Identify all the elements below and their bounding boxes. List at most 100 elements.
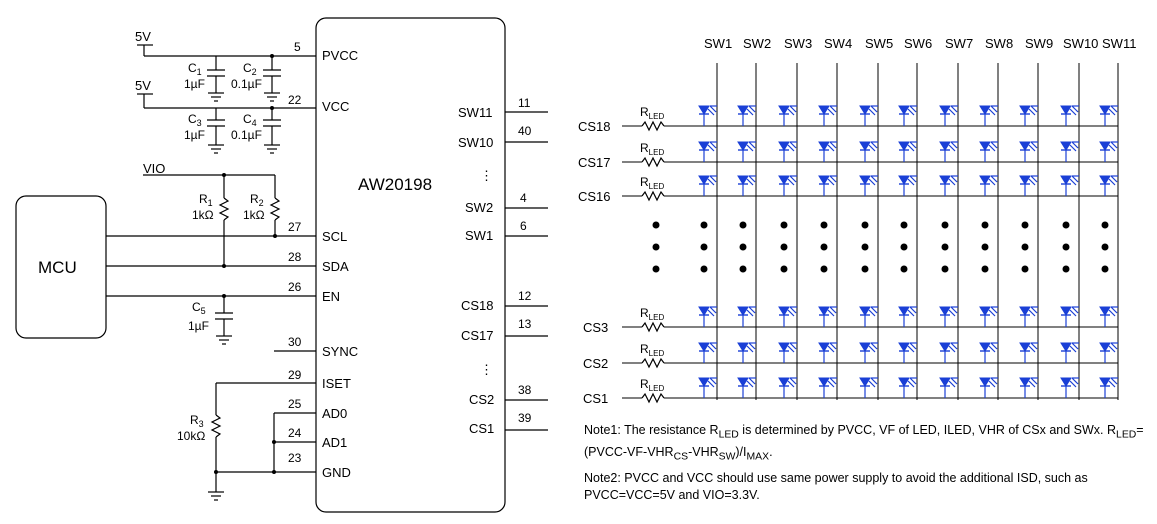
supply-5v-second: 5V	[135, 78, 151, 93]
led-emit-arrow	[827, 178, 835, 186]
led-emit-arrow	[907, 345, 915, 353]
led-emit-arrow	[868, 108, 876, 116]
led-emit-arrow	[950, 377, 958, 385]
continuation-dot	[652, 243, 660, 251]
led-emit-arrow	[907, 380, 915, 388]
led-emit-arrow	[709, 175, 717, 183]
led-diode	[1060, 105, 1072, 115]
led-emit-arrow	[1108, 380, 1116, 388]
c2-value: 0.1µF	[231, 77, 262, 91]
led-emit-arrow	[709, 342, 717, 350]
led-emit-arrow	[748, 342, 756, 350]
led-emit-arrow	[1071, 342, 1079, 350]
r3-label: R3	[190, 413, 204, 429]
led-emit-arrow	[1069, 108, 1077, 116]
rled-label: RLED	[640, 306, 664, 322]
led-diode	[737, 342, 749, 352]
cs-ellipsis: ⋮	[480, 362, 493, 377]
note2: Note2: PVCC and VCC should use same powe…	[584, 471, 1088, 502]
pin-num-pvcc: 5	[294, 40, 301, 54]
led-emit-arrow	[909, 342, 917, 350]
continuation-dot	[1062, 265, 1070, 273]
c3-label: C3	[188, 112, 202, 128]
led-emit-arrow	[787, 380, 795, 388]
led-emit-arrow	[1069, 345, 1077, 353]
pin-name-cs1: CS1	[469, 421, 494, 436]
led-diode	[1099, 306, 1111, 316]
led-emit-arrow	[787, 309, 795, 317]
led-emit-arrow	[950, 141, 958, 149]
led-emit-arrow	[787, 144, 795, 152]
led-emit-arrow	[829, 141, 837, 149]
led-emit-arrow	[1110, 175, 1118, 183]
led-diode	[1060, 306, 1072, 316]
led-emit-arrow	[1108, 309, 1116, 317]
led-diode	[898, 342, 910, 352]
led-emit-arrow	[1028, 309, 1036, 317]
led-emit-arrow	[907, 178, 915, 186]
power-section: 5V C1 1µF C2 0.1µF 5V C3 1µF	[15, 29, 316, 501]
led-emit-arrow	[1028, 108, 1036, 116]
led-emit-arrow	[829, 175, 837, 183]
led-diode	[1019, 377, 1031, 387]
led-diode	[698, 377, 710, 387]
continuation-dot	[1101, 243, 1109, 251]
led-emit-arrow	[1028, 178, 1036, 186]
rled-label: RLED	[640, 175, 664, 191]
led-diode	[939, 377, 951, 387]
led-diode	[979, 105, 991, 115]
rled-resistor	[641, 156, 665, 168]
rled-resistor	[641, 120, 665, 132]
led-emit-arrow	[948, 178, 956, 186]
pin-num-sda: 28	[288, 250, 302, 264]
led-emit-arrow	[829, 377, 837, 385]
led-diode	[859, 141, 871, 151]
led-emit-arrow	[948, 309, 956, 317]
pin-name-gnd: GND	[322, 465, 351, 480]
rled-label: RLED	[640, 105, 664, 121]
led-diode	[778, 342, 790, 352]
led-emit-arrow	[1110, 342, 1118, 350]
led-emit-arrow	[789, 306, 797, 314]
continuation-dot	[700, 243, 708, 251]
led-emit-arrow	[746, 345, 754, 353]
led-emit-arrow	[870, 342, 878, 350]
c3-value: 1µF	[184, 128, 205, 142]
mcu-block	[15, 195, 107, 339]
led-emit-arrow	[1028, 380, 1036, 388]
led-emit-arrow	[1110, 141, 1118, 149]
led-diode	[698, 141, 710, 151]
led-emit-arrow	[748, 377, 756, 385]
pin-num-sw11: 11	[518, 96, 531, 110]
led-emit-arrow	[829, 306, 837, 314]
led-diode	[1019, 175, 1031, 185]
led-emit-arrow	[988, 380, 996, 388]
led-emit-arrow	[789, 175, 797, 183]
pin-name-ad0: AD0	[322, 406, 347, 421]
led-emit-arrow	[868, 178, 876, 186]
pin-name-sw1: SW1	[465, 228, 493, 243]
continuation-dot	[780, 221, 788, 229]
led-emit-arrow	[1069, 380, 1077, 388]
led-emit-arrow	[870, 141, 878, 149]
led-emit-arrow	[948, 144, 956, 152]
led-diode	[898, 306, 910, 316]
led-emit-arrow	[870, 377, 878, 385]
supply-vio: VIO	[143, 161, 165, 176]
led-emit-arrow	[748, 141, 756, 149]
sw-column-label: SW8	[985, 36, 1013, 51]
led-emit-arrow	[909, 105, 917, 113]
led-diode	[859, 105, 871, 115]
continuation-dot	[820, 221, 828, 229]
led-emit-arrow	[870, 175, 878, 183]
sw-column-label: SW3	[784, 36, 812, 51]
led-emit-arrow	[827, 309, 835, 317]
sw-column-label: SW11	[1102, 36, 1136, 51]
led-emit-arrow	[988, 108, 996, 116]
led-emit-arrow	[868, 144, 876, 152]
led-emit-arrow	[870, 105, 878, 113]
led-emit-arrow	[907, 108, 915, 116]
led-emit-arrow	[787, 178, 795, 186]
led-emit-arrow	[1071, 306, 1079, 314]
